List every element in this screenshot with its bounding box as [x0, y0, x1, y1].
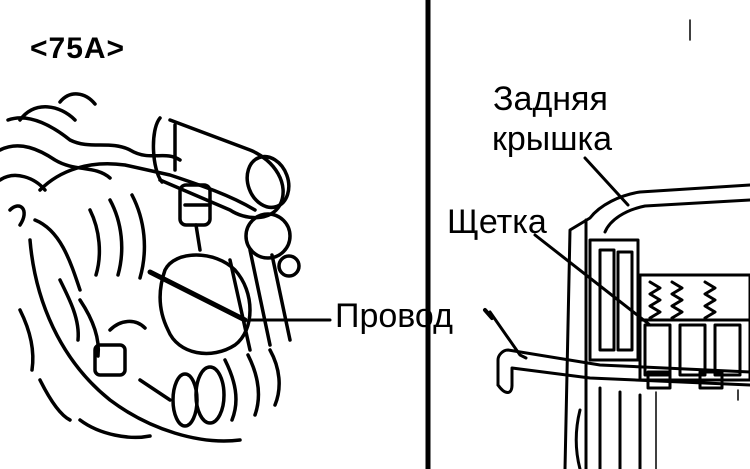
- alternator-illustration: [0, 92, 332, 443]
- brush-callout: Щетка: [447, 203, 547, 241]
- model-label: <75A>: [30, 32, 125, 65]
- rear-cover-callout-line2: крышка: [492, 120, 612, 158]
- wire-callout: Провод: [335, 297, 453, 335]
- brush-assembly-illustration: [496, 19, 750, 469]
- rear-cover-callout-line1: Задняя: [493, 80, 608, 118]
- leader-lines: [483, 156, 652, 360]
